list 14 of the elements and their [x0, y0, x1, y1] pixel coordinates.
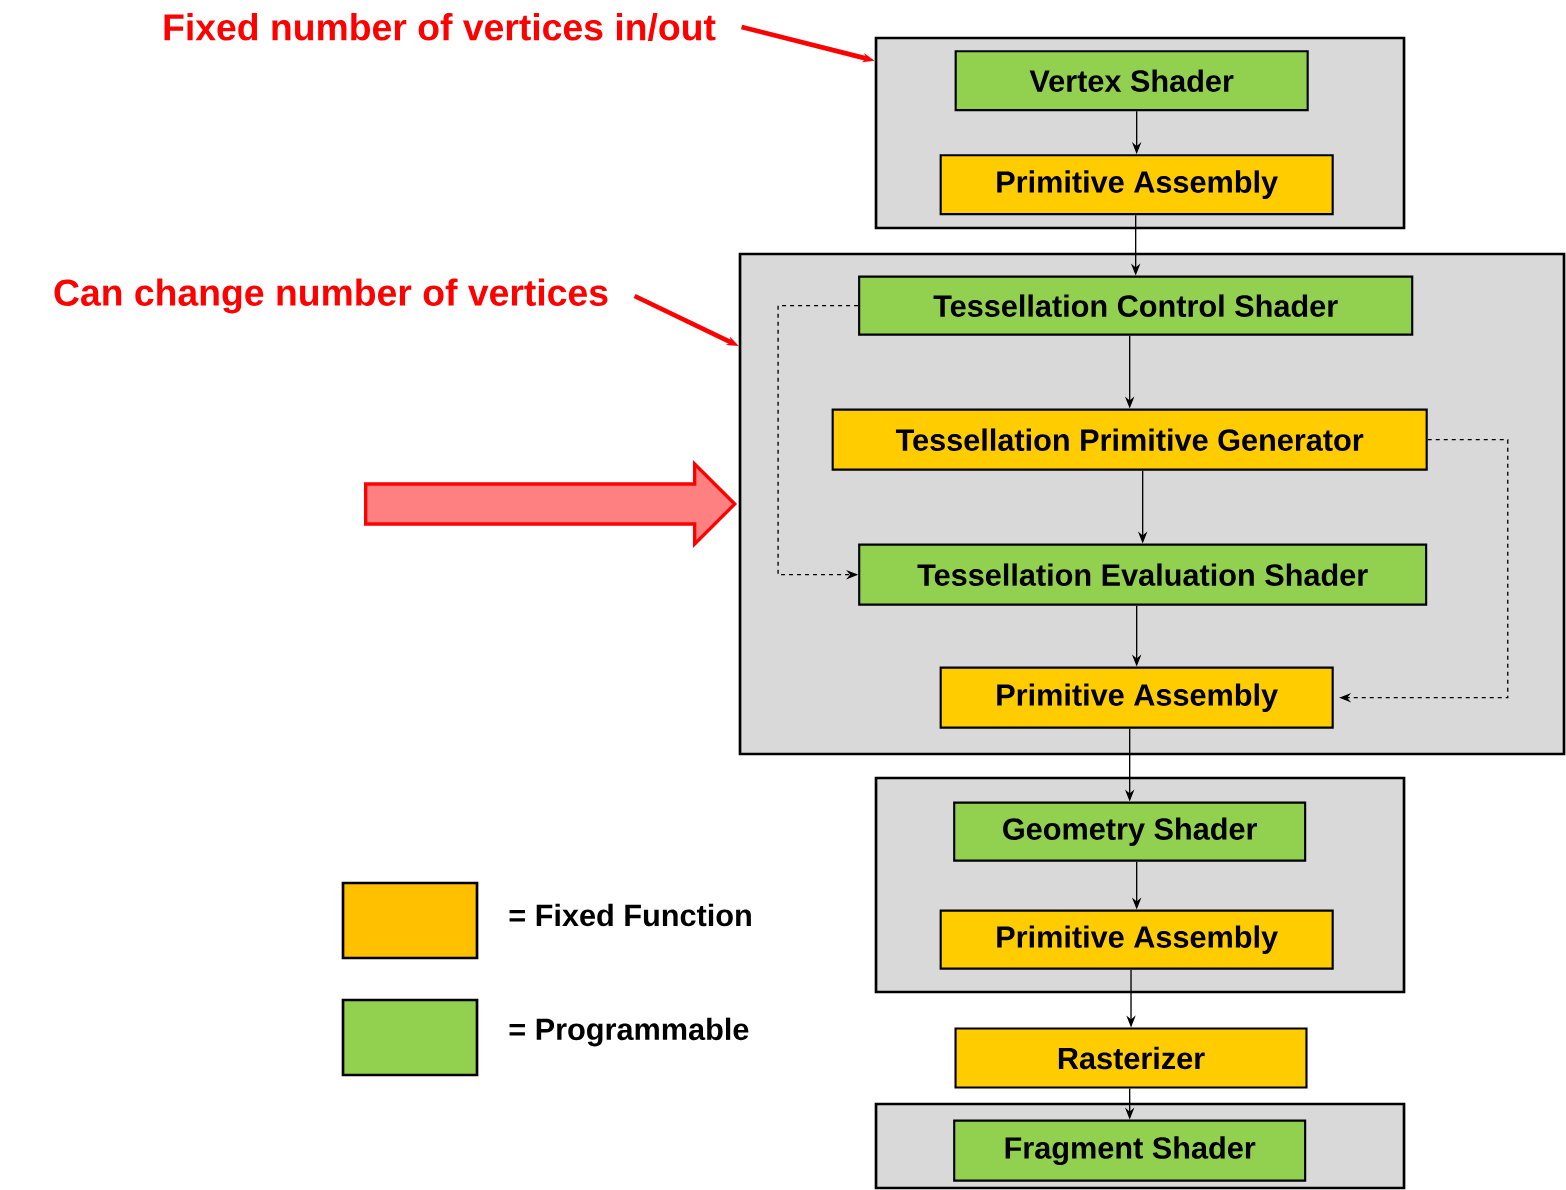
shader-box: Tessellation Evaluation Shader [858, 543, 1428, 606]
shader-box: Vertex Shader [954, 50, 1309, 112]
annotation-text: Fixed number of vertices in/out [164, 13, 716, 41]
legend-text: = Fixed Function [509, 903, 751, 927]
shader-box: Geometry Shader [953, 801, 1307, 862]
stage-box: Rasterizer [954, 1027, 1308, 1089]
stage-box: Primitive Assembly [939, 154, 1334, 216]
shader-box: Tessellation Control Shader [858, 275, 1414, 336]
shader-box: Fragment Shader [953, 1119, 1307, 1182]
stage-box: Tessellation Primitive Generator [831, 408, 1428, 471]
legend-text: = Programmable [509, 1017, 749, 1047]
stage-box: Primitive Assembly [939, 666, 1334, 729]
annotation-text: Can change number of vertices [54, 278, 608, 314]
stage-box: Primitive Assembly [939, 909, 1334, 970]
